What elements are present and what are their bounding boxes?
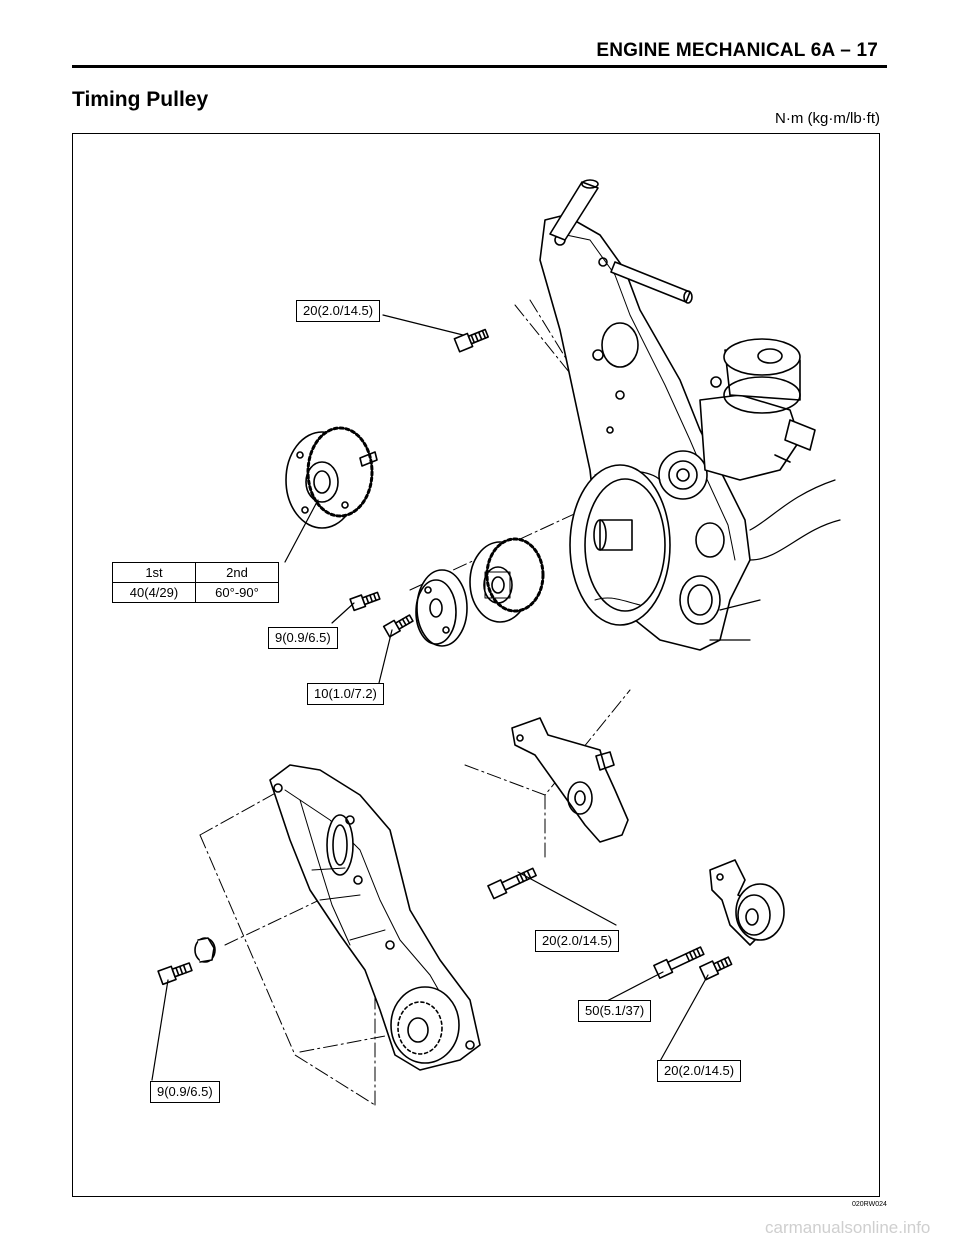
torque-label-lower-cover-bolt: 9(0.9/6.5) xyxy=(150,1081,220,1103)
torque-label-pulley-bolt: 10(1.0/7.2) xyxy=(307,683,384,705)
crank-timing-pulley xyxy=(469,537,545,623)
flange-bolt xyxy=(349,591,381,612)
table-row: 40(4/29) 60°-90° xyxy=(112,582,279,603)
stud-rods xyxy=(549,179,693,304)
oil-filter-housing xyxy=(699,338,816,481)
watermark: carmanualsonline.info xyxy=(765,1218,931,1237)
timing-case-rear-plate xyxy=(539,214,751,651)
bracket-bolt xyxy=(487,867,537,900)
header-title: ENGINE MECHANICAL 6A – 17 xyxy=(596,40,878,61)
upper-cover-bolt xyxy=(453,328,489,353)
section-title: Timing Pulley xyxy=(72,88,209,111)
torque-label-flange-bolt: 9(0.9/6.5) xyxy=(268,627,338,649)
figure-frame xyxy=(72,133,880,1197)
crankshaft-pulley-disc xyxy=(569,464,671,626)
belt-tensioner xyxy=(709,859,785,946)
table-row: 1st 2nd xyxy=(112,562,279,583)
figure-code: 020RW024 xyxy=(852,1201,887,1208)
header-rule xyxy=(72,65,887,68)
lower-timing-cover xyxy=(269,764,481,1071)
lower-cover-collar xyxy=(194,937,216,963)
tensioner-nut-bolt xyxy=(698,956,733,981)
pulley-flange xyxy=(415,569,468,647)
bolts xyxy=(157,328,733,986)
torque-label-upper-cover-bolt: 20(2.0/14.5) xyxy=(296,300,381,322)
torque-units: N·m (kg·m/lb·ft) xyxy=(775,110,880,127)
camshaft-timing-pulley xyxy=(285,426,378,529)
pulley-bolt xyxy=(382,614,414,638)
lower-cover-bolt xyxy=(157,962,193,986)
torque-label-bracket-bolt: 20(2.0/14.5) xyxy=(535,930,620,952)
table-header-cell: 2nd xyxy=(195,562,279,583)
tensioner-bracket xyxy=(511,717,629,843)
tensioner-bolt xyxy=(653,946,705,979)
table-cell: 60°-90° xyxy=(195,582,279,603)
torque-label-tensioner-bolt: 50(5.1/37) xyxy=(578,1000,652,1022)
camshaft-torque-table: 1st 2nd 40(4/29) 60°-90° xyxy=(112,562,279,603)
torque-label-tensioner-nut: 20(2.0/14.5) xyxy=(657,1060,742,1082)
table-header-cell: 1st xyxy=(112,562,196,583)
table-cell: 40(4/29) xyxy=(112,582,196,603)
leader-lines xyxy=(151,314,709,1081)
